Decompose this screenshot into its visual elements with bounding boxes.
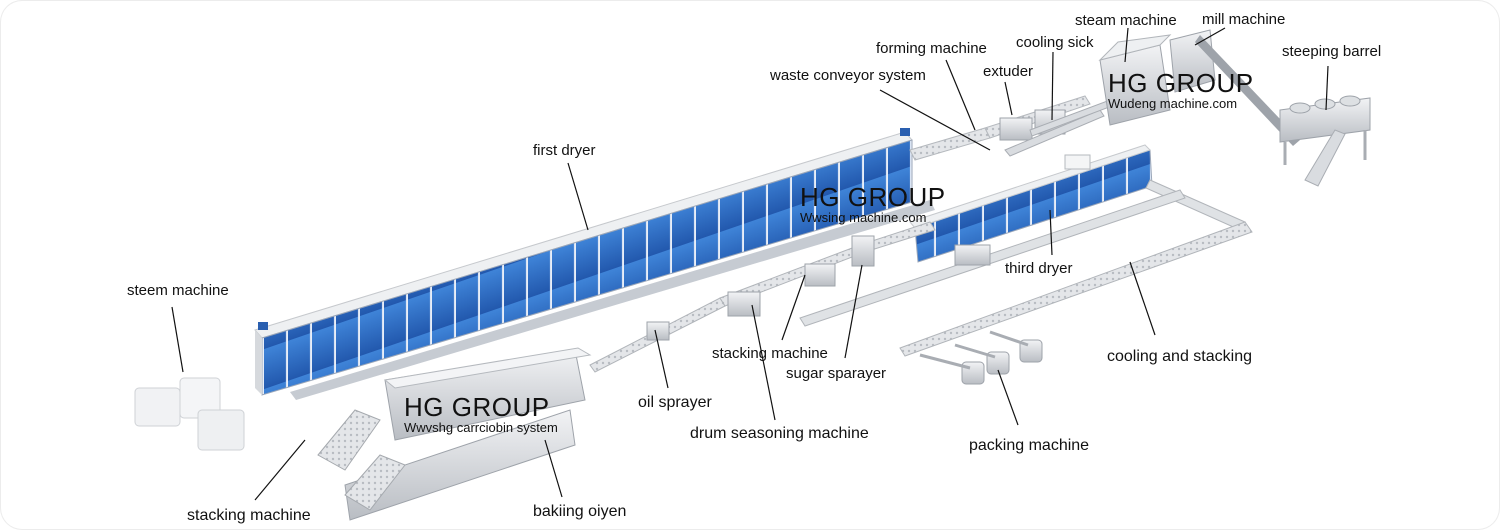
watermark-center: HG GROUP Wwsing machine.com: [800, 184, 946, 224]
mill-machine-unit: [1169, 29, 1300, 146]
label-steam-machine: steam machine: [1075, 12, 1177, 29]
watermark-subtitle: Wudeng machine.com: [1108, 96, 1238, 111]
label-steeping-barrel: steeping barrel: [1282, 43, 1382, 60]
label-drum-seasoning-machine: drum seasoning machine: [690, 425, 869, 442]
watermark-bottom-left: HG GROUP Wwvshg carrciobin system: [404, 394, 558, 434]
label-stacking-machine-mid: stacking machine: [712, 345, 828, 362]
steem-machine-unit: [134, 377, 245, 451]
steeping-barrel-unit: [1279, 95, 1371, 187]
label-extuder: extuder: [983, 63, 1034, 80]
label-mill-machine: mill machine: [1202, 11, 1286, 28]
label-oil-sprayer: oil sprayer: [638, 394, 712, 411]
label-cooling-sick: cooling sick: [1016, 34, 1094, 51]
cooling-stacking-conveyor: [799, 179, 1253, 357]
first-dryer: [254, 128, 935, 400]
label-forming-machine: forming machine: [876, 40, 987, 57]
packing-machines: [919, 330, 1043, 385]
watermark-top-right: HG GROUP Wudeng machine.com: [1108, 70, 1254, 110]
label-packing-machine: packing machine: [969, 437, 1090, 454]
label-cooling-and-stacking: cooling and stacking: [1107, 348, 1252, 365]
steam-machine-unit: [1098, 34, 1172, 126]
label-sugar-sparayer: sugar sparayer: [786, 365, 887, 382]
label-baking-oven: bakiing oiyen: [533, 503, 627, 520]
watermark-subtitle: Wwsing machine.com: [800, 210, 927, 225]
label-waste-conveyor-system: waste conveyor system: [770, 67, 926, 84]
forming-extruder-group: [999, 99, 1113, 157]
seasoning-conveyor-chain: [589, 221, 991, 373]
watermark-title: HG GROUP: [1108, 68, 1254, 98]
label-stacking-machine-bottom: stacking machine: [187, 507, 311, 524]
label-third-dryer: third dryer: [1005, 260, 1073, 277]
watermark-subtitle: Wwvshg carrciobin system: [404, 420, 558, 435]
third-dryer: [909, 144, 1153, 263]
leader-lines: [171, 27, 1329, 501]
label-first-dryer: first dryer: [533, 142, 596, 159]
label-steem-machine: steem machine: [127, 282, 229, 299]
stacking-machine-bottom-unit: [317, 409, 406, 511]
baking-oven: [344, 347, 592, 521]
watermark-title: HG GROUP: [800, 182, 946, 212]
watermark-title: HG GROUP: [404, 392, 550, 422]
